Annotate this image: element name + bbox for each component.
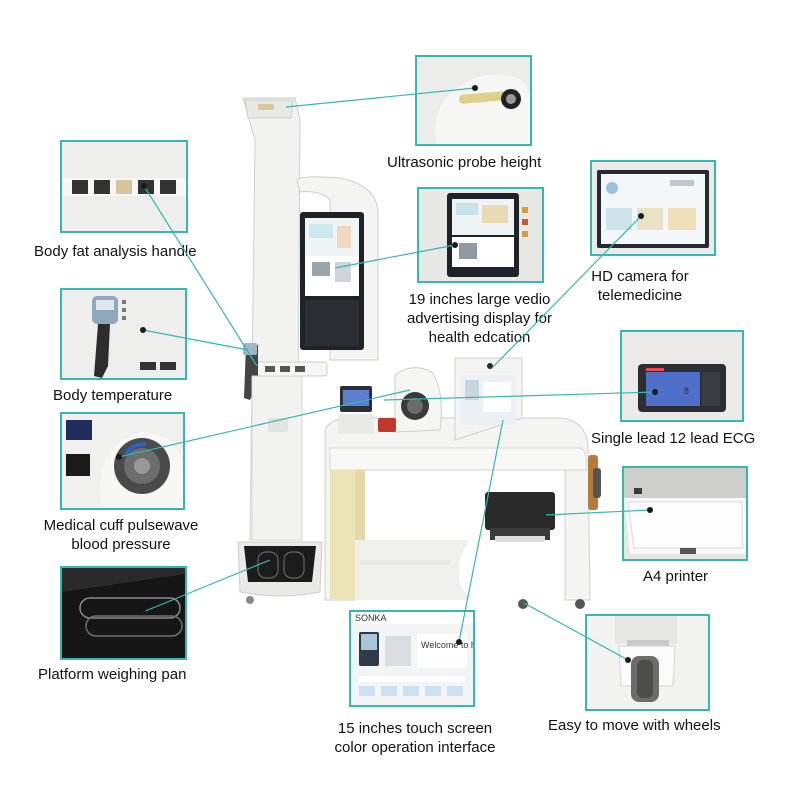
touch-screen-line-2: color operation interface (334, 739, 496, 756)
touch-screen-inset: SONKA Welcome to health checkup station (349, 610, 475, 707)
body-fat-handle-photo (62, 142, 186, 231)
blood-pressure-line-1: Medical cuff pulsewave (43, 517, 199, 534)
hd-camera-photo (592, 162, 714, 254)
wheels-photo (587, 616, 708, 709)
body-temperature-inset (60, 288, 187, 380)
a4-printer-inset (622, 466, 748, 561)
weighing-pan-inset (60, 566, 187, 660)
hd-camera-label: HD camera for telemedicine (565, 267, 715, 305)
display-19-line-2: advertising display for (406, 310, 553, 327)
blood-pressure-cuff-photo (62, 414, 183, 508)
screen-brand-text: SONKA (355, 613, 387, 623)
display-19-photo (419, 189, 542, 281)
wheels-label: Easy to move with wheels (548, 717, 721, 734)
welcome-screen-text: Welcome to health checkup station (421, 640, 473, 650)
display-19-line-1: 19 inches large vedio (408, 291, 551, 308)
hd-camera-line-1: HD camera for (591, 268, 689, 285)
touch-screen-photo: SONKA Welcome to health checkup station (351, 612, 473, 705)
weighing-pan-photo (62, 568, 185, 658)
body-fat-handle-label: Body fat analysis handle (34, 243, 197, 260)
body-fat-handle-inset (60, 140, 188, 233)
hd-camera-line-2: telemedicine (597, 287, 683, 304)
ecg-label: Single lead 12 lead ECG (591, 430, 756, 447)
ultrasonic-probe-photo (417, 57, 530, 144)
ecg-readout: 8 (684, 386, 689, 396)
blood-pressure-line-2: blood pressure (71, 536, 171, 553)
weighing-pan-label: Platform weighing pan (38, 666, 187, 683)
ecg-inset: 8 (620, 330, 744, 422)
display-19-label: 19 inches large vedio advertising displa… (382, 290, 577, 347)
body-temperature-photo (62, 290, 185, 378)
blood-pressure-label: Medical cuff pulsewave blood pressure (32, 516, 210, 554)
display-19-inset (417, 187, 544, 283)
blood-pressure-cuff-inset (60, 412, 185, 510)
display-19-line-3: health edcation (428, 329, 531, 346)
touch-screen-line-1: 15 inches touch screen (337, 720, 493, 737)
ecg-photo: 8 (622, 332, 742, 420)
a4-printer-photo (624, 468, 746, 559)
body-temperature-label: Body temperature (53, 387, 173, 404)
wheels-inset (585, 614, 710, 711)
hd-camera-inset (590, 160, 716, 256)
a4-printer-label: A4 printer (643, 568, 709, 585)
ultrasonic-probe-label: Ultrasonic probe height (387, 154, 542, 171)
touch-screen-label: 15 inches touch screen color operation i… (315, 719, 515, 757)
ultrasonic-probe-inset (415, 55, 532, 146)
